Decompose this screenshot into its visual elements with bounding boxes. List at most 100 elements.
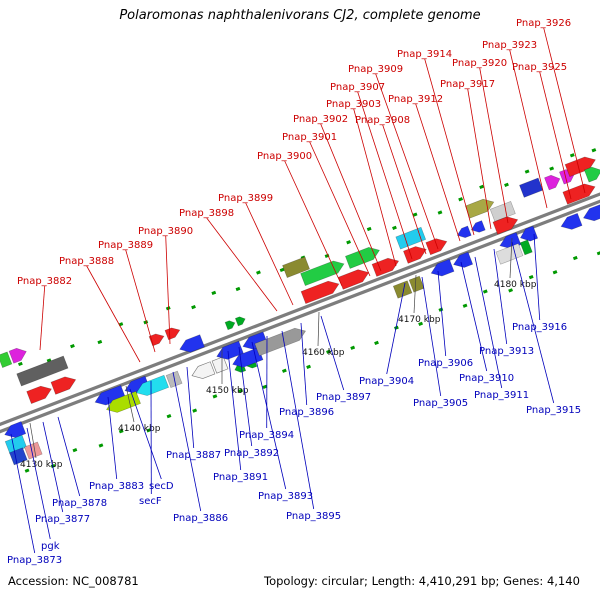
leader-line [320,315,345,391]
gene-arrow[interactable] [519,177,544,198]
gene-label-reverse[interactable]: Pnap_3916 [512,322,567,333]
gene-arrow[interactable] [456,225,472,240]
gene-arrow[interactable] [9,447,28,466]
gene-arrow[interactable] [230,347,264,371]
gene-arrow[interactable] [211,356,229,374]
density-dot [418,321,424,326]
density-dot [166,414,172,419]
gene-arrow[interactable] [234,315,246,327]
gene-label-reverse[interactable]: Pnap_3886 [173,513,228,524]
gene-label-reverse[interactable]: Pnap_3894 [239,430,294,441]
gene-arrow[interactable] [562,181,598,205]
gene-arrow[interactable] [0,351,13,368]
gene-label-reverse[interactable]: Pnap_3911 [474,390,529,401]
gene-label-reverse[interactable]: Pnap_3896 [279,407,334,418]
gene-label-forward[interactable]: Pnap_3888 [59,256,114,267]
gene-label-reverse[interactable]: Pnap_3883 [89,481,144,492]
density-dot [394,325,399,330]
gene-arrow[interactable] [583,164,600,183]
gene-label-reverse[interactable]: Pnap_3910 [459,373,514,384]
gene-label-forward[interactable]: Pnap_3901 [282,132,337,143]
density-dot [350,345,356,350]
gene-arrow[interactable] [395,226,427,250]
gene-label-reverse[interactable]: Pnap_3892 [224,448,279,459]
gene-arrow[interactable] [345,244,381,269]
gene-arrow[interactable] [16,355,69,387]
density-dot [591,148,597,153]
gene-label-forward[interactable]: Pnap_3907 [330,82,385,93]
gene-label-reverse[interactable]: secD [149,481,174,492]
gene-arrow[interactable] [451,251,474,271]
gene-arrow[interactable] [429,258,455,279]
gene-label-forward[interactable]: Pnap_3890 [138,226,193,237]
gene-label-forward[interactable]: Pnap_3917 [440,79,495,90]
gene-arrow[interactable] [392,280,413,299]
density-dot [437,210,443,215]
gene-arrow[interactable] [338,266,371,290]
gene-arrow[interactable] [190,361,216,382]
gene-arrow[interactable] [148,331,166,347]
gene-label-reverse[interactable]: Pnap_3895 [286,511,341,522]
gene-arrow[interactable] [518,225,539,244]
gene-label-reverse[interactable]: Pnap_3913 [479,346,534,357]
gene-label-reverse[interactable]: Pnap_3904 [359,376,414,387]
gene-arrow[interactable] [224,319,236,331]
gene-label-forward[interactable]: Pnap_3923 [482,40,537,51]
gene-arrow[interactable] [104,390,141,415]
gene-label-forward[interactable]: Pnap_3920 [452,58,507,69]
gene-arrow[interactable] [254,325,308,357]
gene-label-forward[interactable]: Pnap_3908 [355,115,410,126]
density-dot [572,255,578,261]
gene-arrow[interactable] [408,275,425,293]
gene-label-forward[interactable]: Pnap_3914 [397,49,452,60]
gene-label-reverse[interactable]: Pnap_3893 [258,491,313,502]
gene-label-reverse[interactable]: Pnap_3905 [413,398,468,409]
gene-arrow[interactable] [464,196,496,219]
gene-arrow[interactable] [581,204,600,224]
gene-label-reverse[interactable]: Pnap_3915 [526,405,581,416]
density-dot [438,307,444,312]
gene-arrow[interactable] [544,173,562,191]
density-dot [118,429,124,434]
gene-label-forward[interactable]: Pnap_3926 [516,18,571,29]
gene-label-forward[interactable]: Pnap_3909 [348,64,403,75]
gene-arrow[interactable] [564,154,598,178]
gene-arrow[interactable] [26,383,54,405]
leader-line [467,88,492,230]
gene-arrow[interactable] [559,212,583,232]
gene-arrow[interactable] [164,325,182,341]
gene-label-forward[interactable]: Pnap_3925 [512,62,567,73]
gene-label-reverse[interactable]: secF [139,496,162,507]
gene-label-forward[interactable]: Pnap_3902 [293,114,348,125]
density-dot [306,364,311,369]
gene-arrow[interactable] [177,334,205,356]
gene-arrow[interactable] [492,214,520,235]
gene-label-forward[interactable]: Pnap_3900 [257,151,312,162]
gene-arrow[interactable] [50,374,78,395]
gene-label-reverse[interactable]: Pnap_3897 [316,392,371,403]
gene-label-reverse[interactable]: Pnap_3906 [418,358,473,369]
gene-label-forward[interactable]: Pnap_3899 [218,193,273,204]
gene-label-reverse[interactable]: Pnap_3887 [166,450,221,461]
gene-arrow[interactable] [134,374,170,399]
gene-label-reverse[interactable]: Pnap_3878 [52,498,107,509]
gene-label-forward[interactable]: Pnap_3889 [98,240,153,251]
gene-arrow[interactable] [495,243,524,265]
gene-arrow[interactable] [470,220,486,235]
gene-label-reverse[interactable]: pgk [41,541,60,552]
gene-arrow[interactable] [2,421,27,441]
leader-line [460,261,488,372]
gene-arrow[interactable] [300,278,341,305]
gene-label-forward[interactable]: Pnap_3903 [326,99,381,110]
gene-arrow[interactable] [8,345,29,364]
gene-label-forward[interactable]: Pnap_3882 [17,276,72,287]
gene-arrow[interactable] [519,239,533,256]
gene-label-forward[interactable]: Pnap_3898 [179,208,234,219]
leader-line [437,270,447,357]
gene-label-reverse[interactable]: Pnap_3891 [213,472,268,483]
gene-arrow[interactable] [300,258,347,287]
gene-label-reverse[interactable]: Pnap_3873 [7,555,62,566]
gene-label-reverse[interactable]: Pnap_3877 [35,514,90,525]
gene-label-forward[interactable]: Pnap_3912 [388,94,443,105]
gene-arrow[interactable] [282,256,310,278]
